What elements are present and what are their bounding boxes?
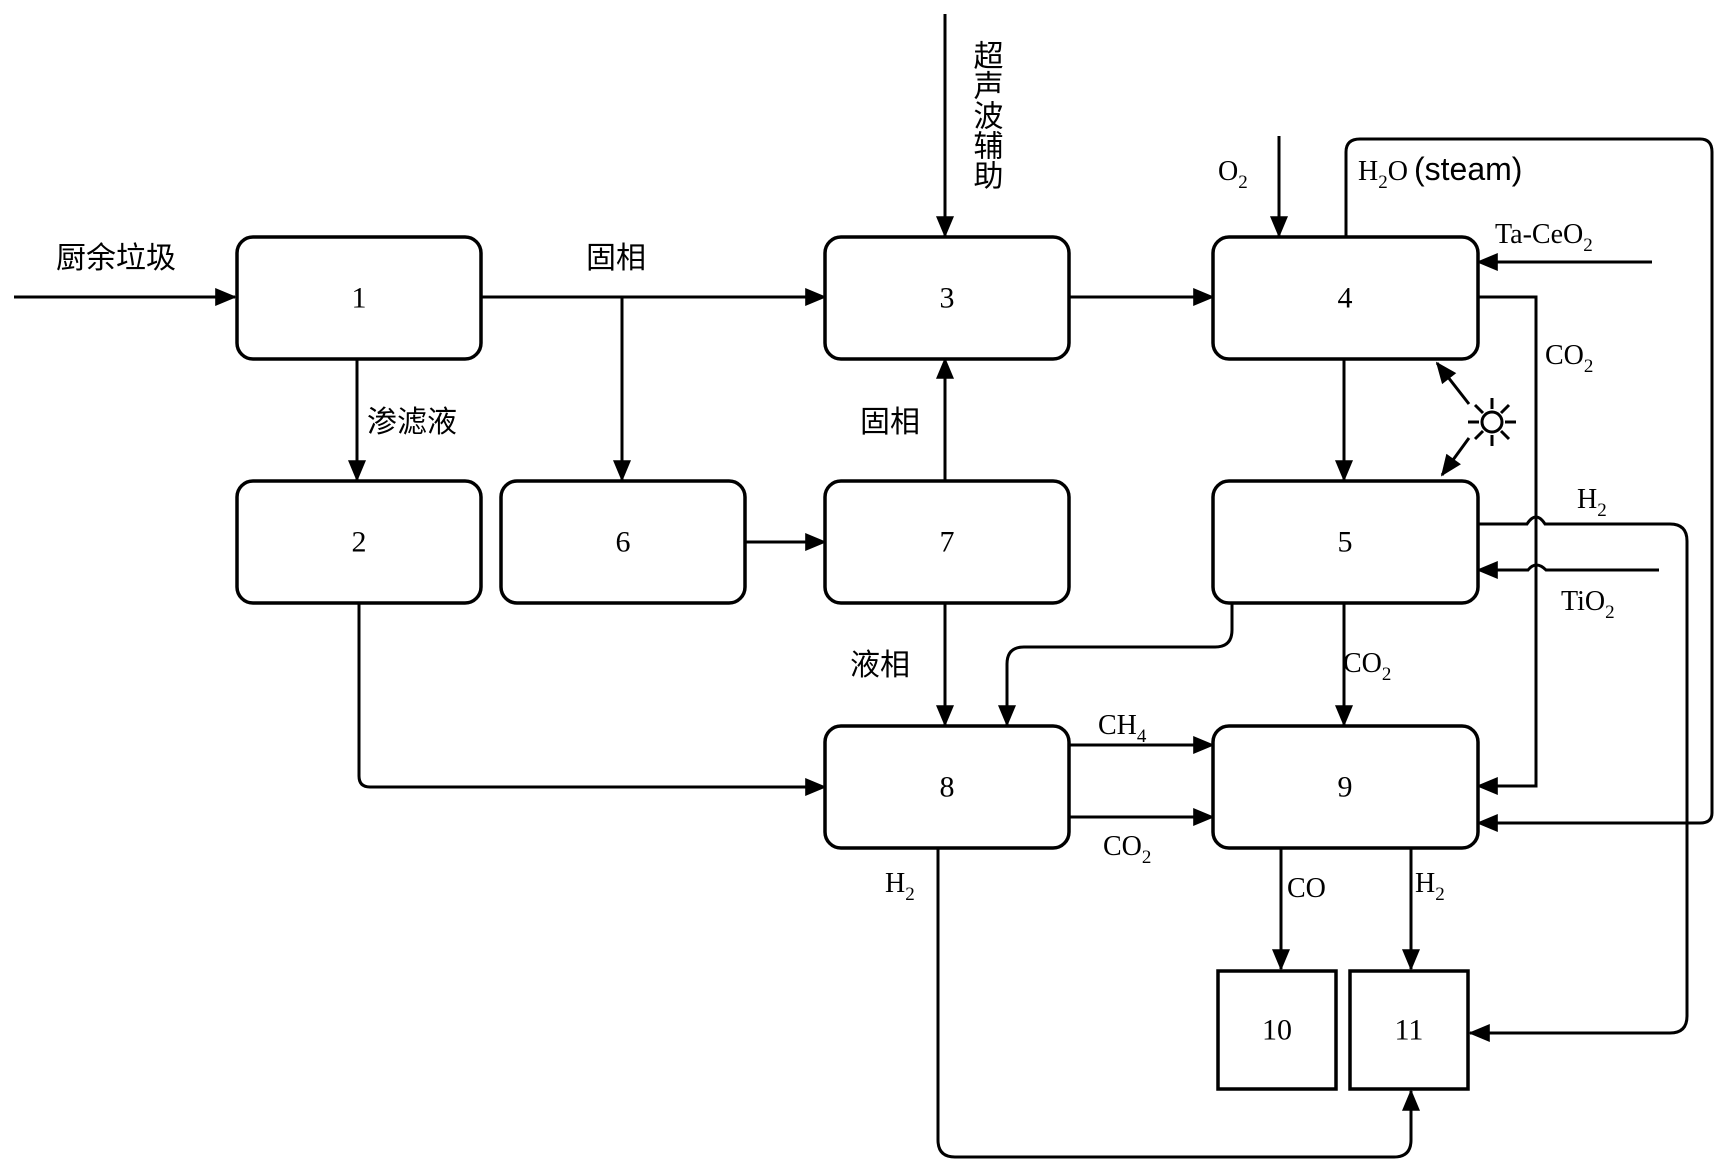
label-h2-9to11: H2 xyxy=(1415,868,1445,905)
flow-lines xyxy=(14,14,1714,1159)
node-2-label: 2 xyxy=(352,526,367,559)
label-solid-phase-top: 固相 xyxy=(586,241,646,276)
label-co2-right: CO2 xyxy=(1545,340,1593,377)
node-7: 7 xyxy=(823,479,1071,605)
node-2: 2 xyxy=(235,479,483,605)
label-food-waste: 厨余垃圾 xyxy=(56,241,176,276)
label-tio2: TiO2 xyxy=(1561,586,1615,623)
label-h2-left: H2 xyxy=(885,868,915,905)
label-h2-right: H2 xyxy=(1577,484,1607,521)
node-6: 6 xyxy=(499,479,747,605)
arrow-4-to-9-co2 xyxy=(1476,295,1538,795)
node-3-label: 3 xyxy=(940,282,955,315)
label-leachate: 渗滤液 xyxy=(367,405,457,440)
node-4: 4 xyxy=(1211,235,1480,361)
arrow-light-to-5 xyxy=(1440,437,1471,477)
node-5: 5 xyxy=(1211,479,1480,605)
node-7-label: 7 xyxy=(940,526,955,559)
label-ch4: CH4 xyxy=(1098,710,1147,747)
node-11: 11 xyxy=(1348,969,1470,1091)
node-3: 3 xyxy=(823,235,1071,361)
label-co2-5to9: CO2 xyxy=(1343,648,1391,685)
label-h2o-steam: H2O(steam) xyxy=(1358,151,1522,193)
node-10-label: 10 xyxy=(1262,1014,1292,1047)
label-liquid-phase: 液相 xyxy=(850,648,910,683)
arrow-5-to-8 xyxy=(998,603,1234,727)
arrow-5-h2-to-11 xyxy=(1468,515,1689,1042)
label-ta-ceo2: Ta-CeO2 xyxy=(1495,219,1593,256)
label-co: CO xyxy=(1287,873,1326,904)
node-8: 8 xyxy=(823,724,1071,850)
node-1: 1 xyxy=(235,235,483,361)
node-11-label: 11 xyxy=(1395,1014,1424,1047)
arrow-tio2-to-5 xyxy=(1476,561,1659,579)
label-o2: O2 xyxy=(1218,156,1248,193)
sun-icon xyxy=(1468,398,1516,446)
node-6-label: 6 xyxy=(616,526,631,559)
label-ultrasonic-assist: 超声波辅助 xyxy=(968,40,1004,190)
arrow-light-to-4 xyxy=(1435,361,1471,405)
node-5-label: 5 xyxy=(1338,526,1353,559)
arrow-steam-to-9 xyxy=(1344,137,1714,832)
node-4-label: 4 xyxy=(1338,282,1353,315)
node-1-label: 1 xyxy=(352,282,367,315)
label-co2-8to9: CO2 xyxy=(1103,831,1151,868)
label-solid-phase-mid: 固相 xyxy=(860,405,920,440)
node-9: 9 xyxy=(1211,724,1480,850)
node-10: 10 xyxy=(1216,969,1338,1091)
node-9-label: 9 xyxy=(1338,771,1353,804)
arrow-2-to-8 xyxy=(357,603,827,796)
node-8-label: 8 xyxy=(940,771,955,804)
arrow-8-to-11 xyxy=(936,848,1420,1159)
